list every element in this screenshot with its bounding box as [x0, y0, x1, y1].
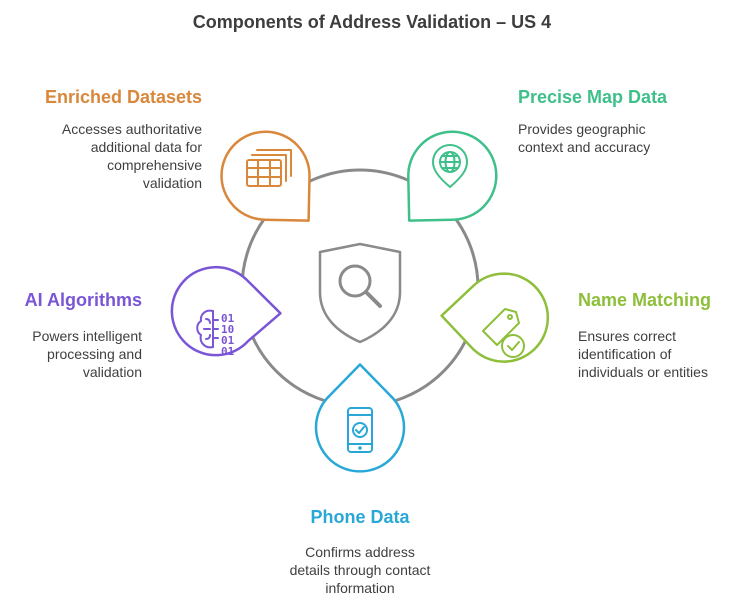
- desc-enriched-datasets: Accesses authoritative additional data f…: [2, 120, 202, 192]
- label-ai-algorithms: AI Algorithms: [24, 290, 142, 310]
- binary-row: 10: [221, 323, 234, 336]
- teardrop-name: [440, 272, 550, 363]
- table-icon: [246, 149, 292, 187]
- desc-line: processing and: [47, 346, 142, 362]
- label-name-matching: Name Matching: [578, 290, 712, 310]
- desc-line: Accesses authoritative: [61, 121, 202, 137]
- desc-ai-algorithms: Powers intelligent processing and valida…: [0, 327, 142, 381]
- desc-line: validation: [82, 364, 142, 380]
- teardrop-phone: [314, 363, 406, 473]
- label-precise-map-data: Precise Map Data: [518, 87, 668, 107]
- tag-check-icon: [482, 308, 525, 358]
- binary-row: 01: [221, 345, 235, 358]
- desc-line: identification of: [578, 346, 672, 362]
- binary-row: 01: [221, 312, 235, 325]
- binary-row: 01: [221, 334, 235, 347]
- desc-line: context and accuracy: [518, 139, 651, 155]
- desc-precise-map-data: Provides geographic context and accuracy: [518, 120, 718, 156]
- desc-line: individuals or entities: [578, 364, 708, 380]
- desc-line: details through contact: [289, 562, 431, 578]
- label-enriched-datasets: Enriched Datasets: [44, 87, 202, 107]
- desc-line: additional data for: [90, 139, 202, 155]
- desc-name-matching: Ensures correct identification of indivi…: [578, 327, 742, 381]
- desc-line: comprehensive: [107, 157, 202, 173]
- desc-line: Provides geographic: [518, 121, 646, 137]
- brain-binary-icon: [196, 309, 219, 349]
- teardrop-map: [407, 130, 498, 222]
- shield-search-icon: [318, 242, 402, 344]
- desc-line: validation: [142, 175, 202, 191]
- label-phone-data: Phone Data: [310, 507, 410, 527]
- desc-line: information: [325, 580, 395, 596]
- desc-line: Ensures correct: [578, 328, 677, 344]
- page-title: Components of Address Validation – US 4: [192, 12, 552, 32]
- desc-line: Powers intelligent: [32, 328, 142, 344]
- desc-phone-data: Confirms address details through contact…: [250, 543, 470, 597]
- phone-check-icon: [347, 407, 373, 453]
- globe-pin-icon: [432, 144, 468, 188]
- desc-line: Confirms address: [305, 544, 415, 560]
